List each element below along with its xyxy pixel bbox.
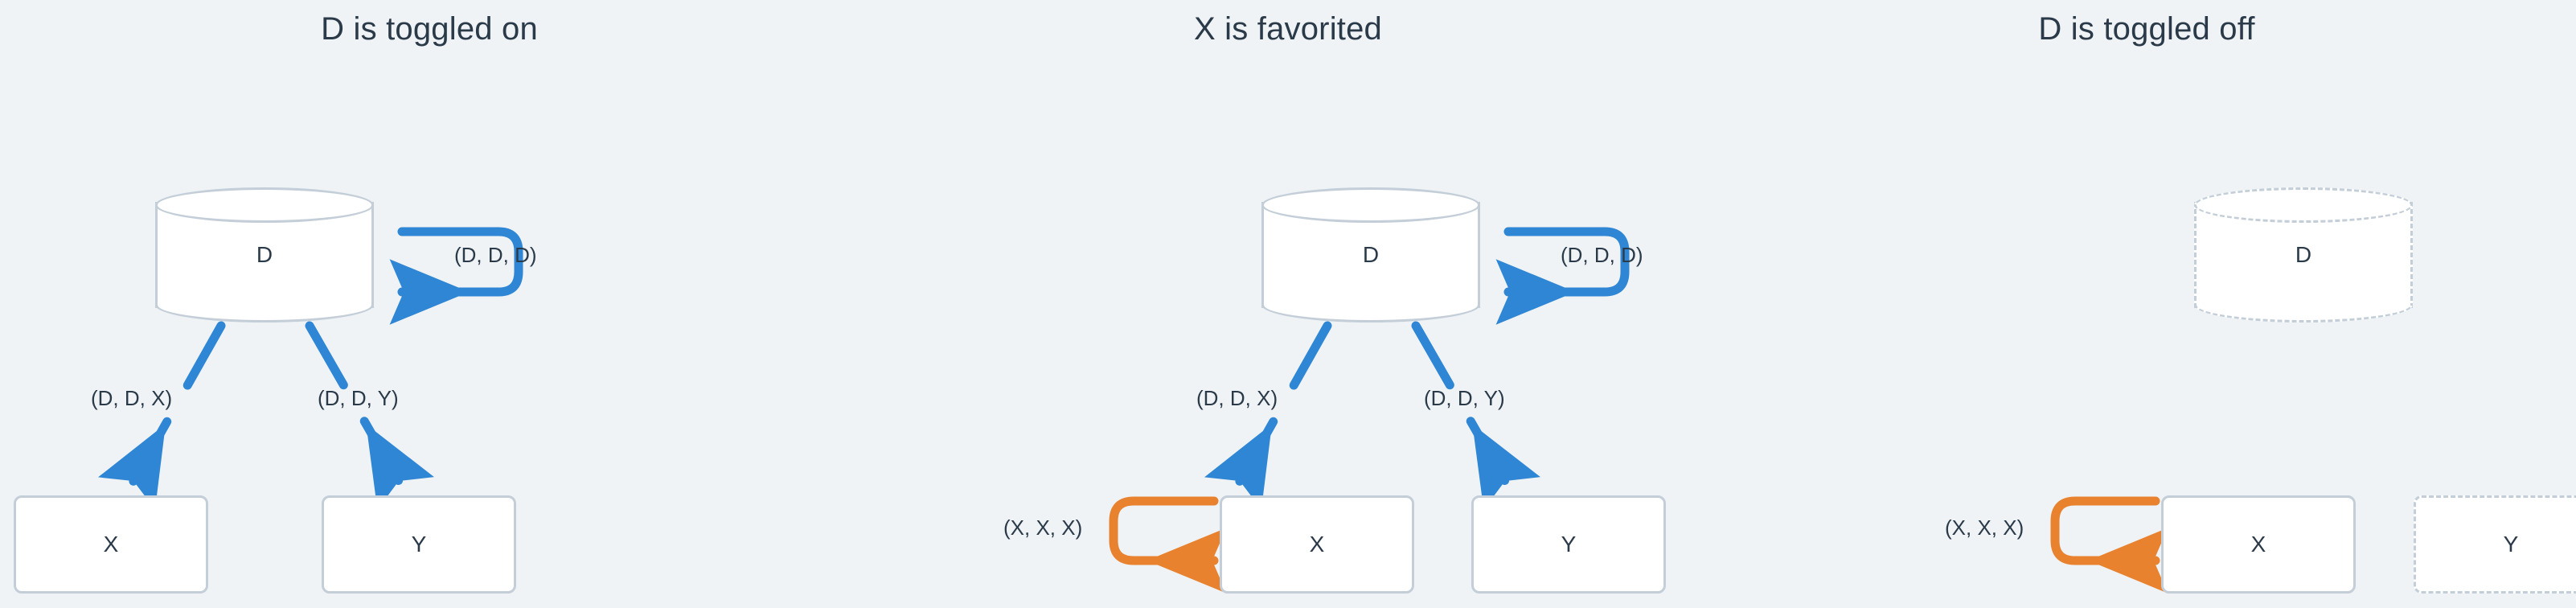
node-y-label: Y (1561, 532, 1577, 557)
panel-1-edges (97, 227, 523, 510)
panel-toggled-off: D is toggled off D (X, X, X) X Y (1717, 0, 2576, 608)
edge-label-db-to-x: (D, D, X) (1196, 386, 1278, 410)
panel-title: D is toggled off (2038, 11, 2255, 47)
panel-2-edges (1109, 227, 1630, 594)
edge-label-db-to-y: (D, D, Y) (1424, 386, 1505, 410)
panel-title: D is toggled on (321, 11, 538, 47)
panel-3-edges (2050, 496, 2168, 594)
edge-label-x-self: (X, X, X) (1003, 516, 1083, 540)
edge-label-db-self: (D, D, D) (1561, 243, 1643, 267)
node-y[interactable]: Y (1471, 495, 1666, 594)
edge-label-x-self: (X, X, X) (1945, 516, 2024, 540)
edge-db-to-y (305, 321, 434, 510)
edge-x-self (2050, 496, 2168, 594)
node-x[interactable]: X (14, 495, 208, 594)
node-db-label: D (2295, 242, 2312, 267)
node-x-label: X (2250, 532, 2266, 557)
edge-db-to-y (1411, 321, 1540, 510)
edge-label-db-to-x: (D, D, X) (91, 386, 173, 410)
edge-db-to-x (97, 321, 226, 510)
node-x[interactable]: X (2161, 495, 2356, 594)
node-db[interactable]: D (155, 187, 374, 322)
node-db[interactable]: D (1261, 187, 1480, 322)
node-db-label: D (256, 242, 273, 267)
node-db-label: D (1362, 242, 1380, 267)
edge-db-to-x (1204, 321, 1332, 510)
node-y-label: Y (411, 532, 427, 557)
edge-x-self (1109, 496, 1227, 594)
node-y[interactable]: Y (322, 495, 516, 594)
panel-title: X is favorited (1193, 11, 1382, 47)
cylinder-top-ellipse (1261, 187, 1480, 223)
node-x-label: X (1309, 532, 1325, 557)
edge-db-self (1495, 227, 1630, 325)
edge-label-db-to-y: (D, D, Y) (318, 386, 399, 410)
node-db[interactable]: D (2194, 187, 2413, 322)
node-y[interactable]: Y (2414, 495, 2576, 594)
node-x-label: X (103, 532, 119, 557)
edge-db-self (389, 227, 523, 325)
cylinder-top-ellipse (155, 187, 374, 223)
panel-favorited: X is favorited D (D, D, X) ( (859, 0, 1717, 608)
cylinder-top-ellipse (2194, 187, 2413, 223)
panel-toggled-on: D is toggled on D (D, D, X) (D, D, Y) (D… (0, 0, 859, 608)
edge-label-db-self: (D, D, D) (454, 243, 537, 267)
node-x[interactable]: X (1220, 495, 1414, 594)
node-y-label: Y (2503, 532, 2519, 557)
